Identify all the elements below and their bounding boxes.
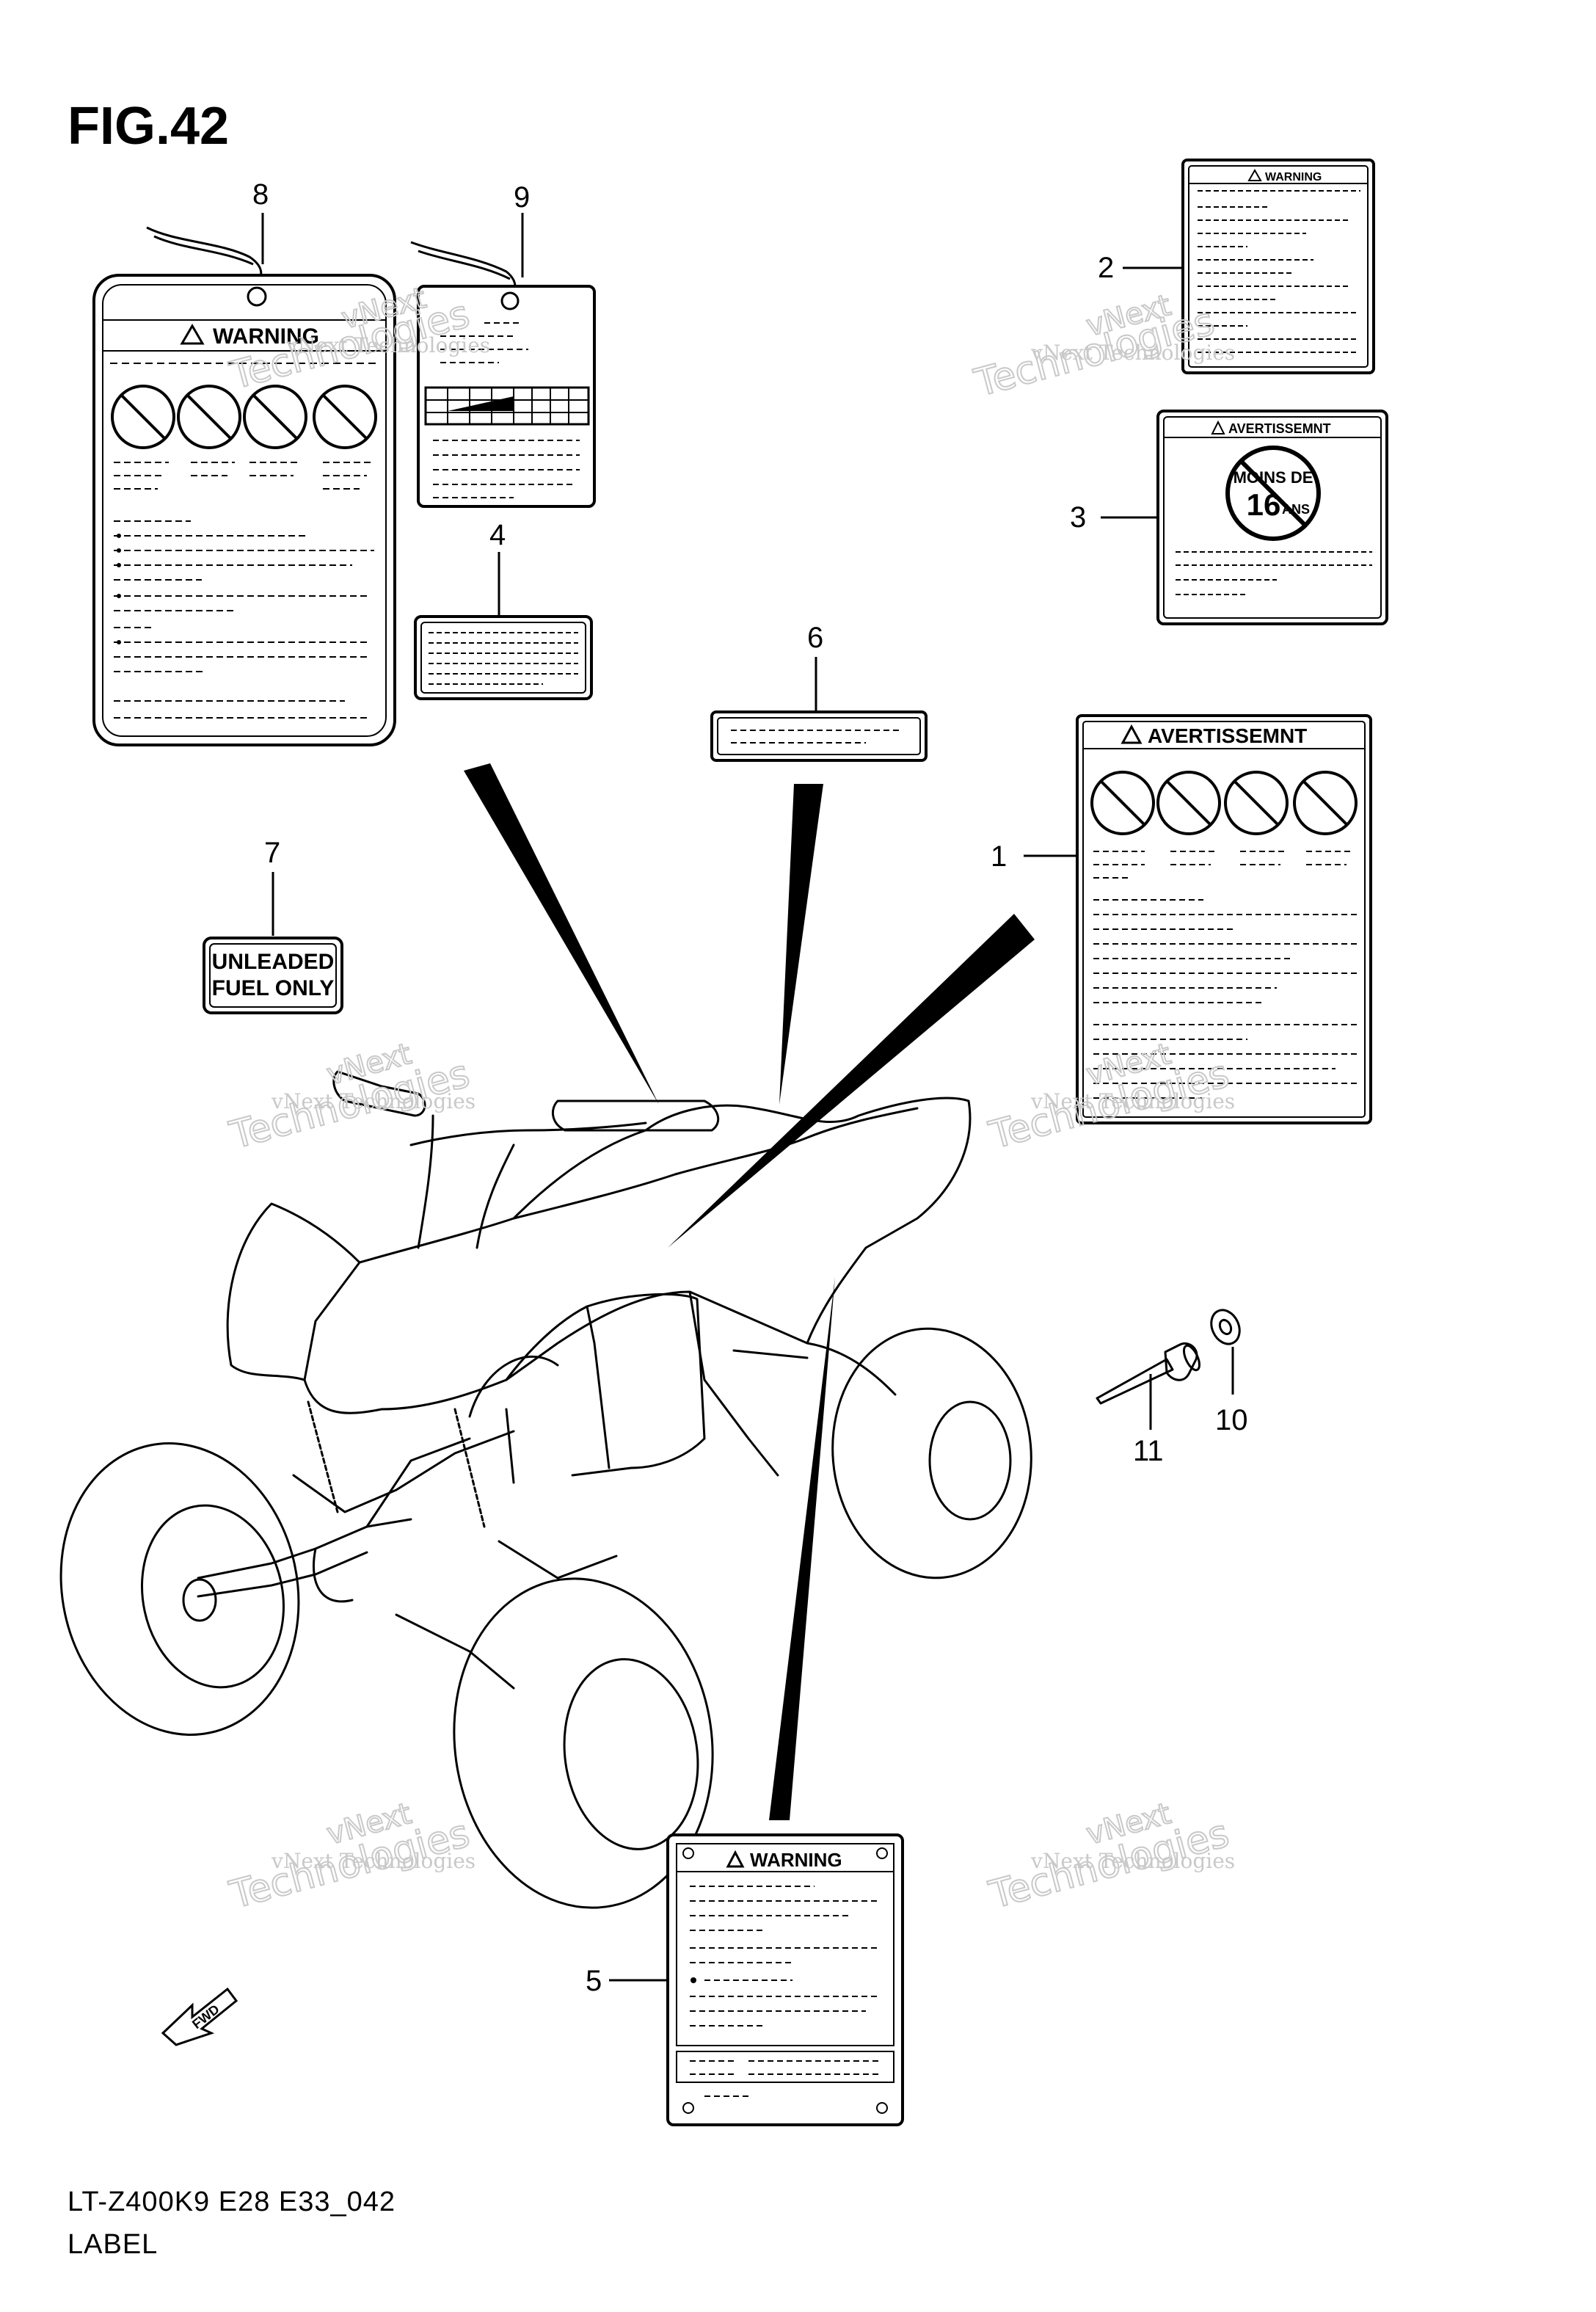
pointer-wedges	[464, 763, 1035, 1820]
label-8-warning-text: WARNING	[213, 324, 319, 349]
model-code: LT-Z400K9 E28 E33_042	[68, 2186, 396, 2217]
watermark-2-line1: vNext Technologies	[1030, 341, 1235, 365]
callout-8: 8	[252, 178, 269, 211]
label-7-unleaded-fuel: UNLEADED FUEL ONLY	[203, 872, 343, 1014]
label-1-avertissement: AVERTISSEMNT	[1024, 714, 1372, 1124]
atv-illustration	[59, 1070, 1032, 1909]
callout-11: 11	[1133, 1435, 1164, 1467]
watermark-5-line1: vNext Technologies	[271, 1849, 475, 1873]
callout-3: 3	[1070, 501, 1086, 534]
label-2-warning: WARNING	[1123, 159, 1375, 374]
callout-2: 2	[1098, 252, 1114, 284]
figure-caption: LABEL	[68, 2229, 158, 2260]
label-3-avertissement-text: AVERTISSEMNT	[1228, 421, 1331, 436]
callout-1: 1	[991, 840, 1007, 873]
label-8-hang-tag: WARNING	[92, 213, 396, 746]
label-1-pictograms	[1090, 771, 1358, 835]
label-3-age: 16	[1247, 487, 1281, 522]
label-4	[414, 552, 593, 700]
part-10-washer	[1210, 1309, 1241, 1395]
label-9-hang-tag	[410, 213, 596, 508]
watermark-4-line1: vNext Technologies	[1030, 1089, 1235, 1113]
label-3-age-warning: AVERTISSEMNT MOINS DE 16 ANS	[1101, 410, 1388, 625]
figure-title: FIG.42	[68, 97, 229, 156]
label-7-line2: FUEL ONLY	[212, 976, 335, 1000]
label-2-warning-text: WARNING	[1265, 171, 1322, 183]
label-7-line1: UNLEADED	[212, 950, 335, 974]
fwd-arrow: FWD	[161, 1987, 238, 2046]
label-6	[710, 657, 928, 762]
callout-9: 9	[514, 181, 530, 214]
label-5-warning: WARNING	[609, 1833, 904, 2126]
part-11-rivet	[1096, 1342, 1201, 1430]
label-3-ans: ANS	[1282, 502, 1310, 517]
callout-7: 7	[264, 837, 280, 869]
callout-6: 6	[807, 622, 823, 654]
label-8-pictograms	[111, 385, 377, 449]
callout-4: 4	[489, 519, 506, 551]
watermark-3-line1: vNext Technologies	[271, 1089, 475, 1113]
label-5-warning-text: WARNING	[750, 1849, 842, 1871]
label-3-moins-de: MOINS DE	[1234, 468, 1313, 487]
callout-10: 10	[1215, 1404, 1248, 1436]
watermark-6-line1: vNext Technologies	[1030, 1849, 1235, 1873]
watermark-1-line1: vNext Technologies	[285, 333, 490, 357]
label-1-avertissement-text: AVERTISSEMNT	[1148, 724, 1307, 747]
callout-5: 5	[586, 1965, 602, 1997]
